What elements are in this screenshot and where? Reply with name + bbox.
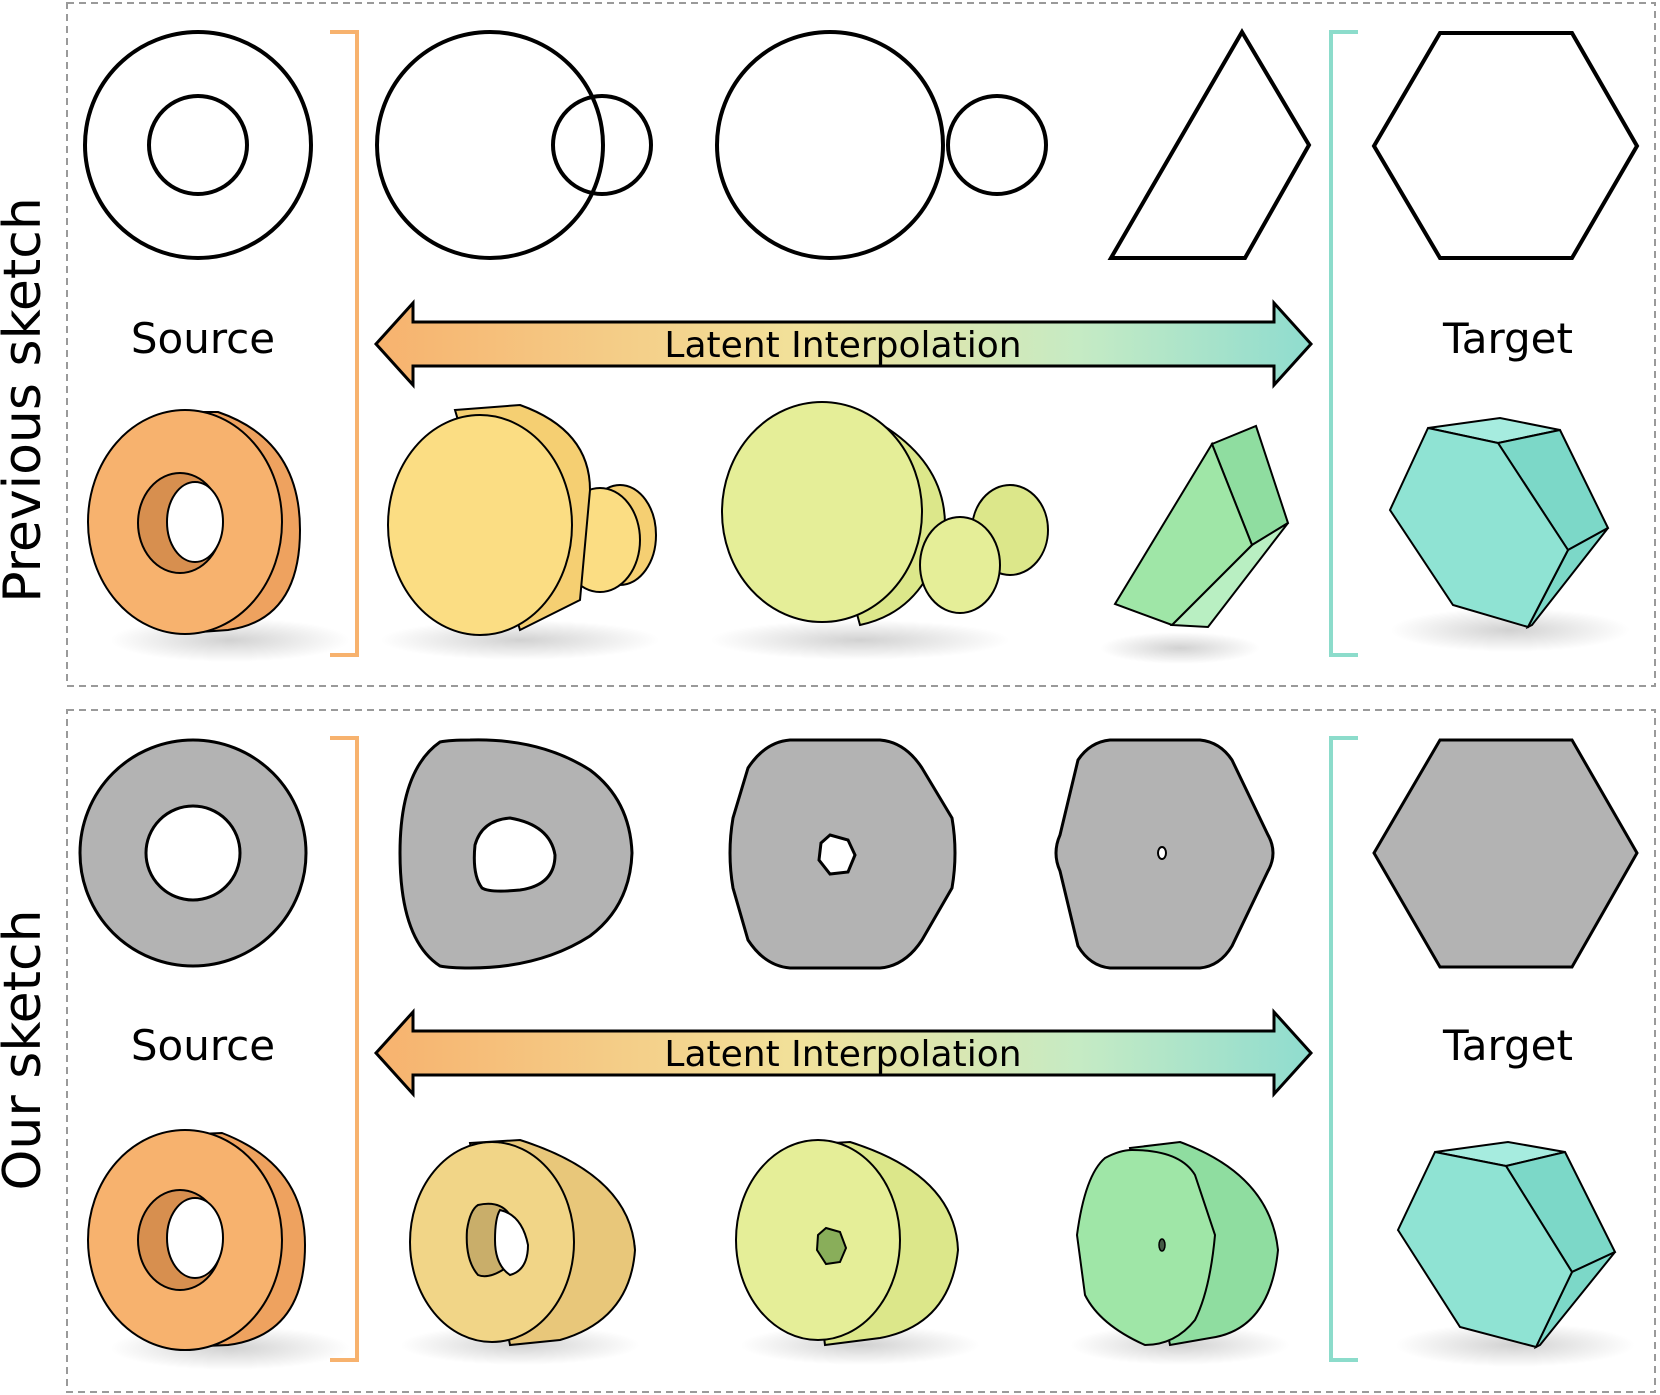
arrow-label: Latent Interpolation xyxy=(664,1034,1021,1075)
source-3d-ring xyxy=(87,409,350,662)
latent-interpolation-arrow xyxy=(373,299,1314,389)
panel-our-sketch: Our sketch Source Target Latent Interpol… xyxy=(0,709,1656,1393)
source-label: Source xyxy=(131,1021,275,1070)
latent-interpolation-arrow xyxy=(373,1008,1314,1098)
panel-frame xyxy=(66,709,1656,1393)
panel-previous-sketch: Previous sketch Source Target Latent Int… xyxy=(0,2,1656,687)
target-label: Target xyxy=(1442,1021,1573,1070)
target-label: Target xyxy=(1442,314,1573,363)
interp-3d-prism xyxy=(1100,424,1290,664)
interp-sketch-overlapping-circles xyxy=(375,30,653,260)
interp-sketch-filled-1 xyxy=(398,738,634,970)
interp-sketch-parallelogram xyxy=(1107,28,1312,260)
interp-3d-blob-1 xyxy=(380,403,660,660)
source-sketch-ring xyxy=(83,30,313,260)
target-bracket xyxy=(1329,736,1358,1362)
source-bracket xyxy=(330,736,359,1362)
target-bracket xyxy=(1329,30,1358,657)
target-sketch-filled-hexagon xyxy=(1372,738,1639,969)
interp-3d-blob-1 xyxy=(400,1138,640,1365)
source-bracket xyxy=(330,30,359,657)
target-3d-hexagon xyxy=(1395,1140,1635,1367)
source-3d-ring xyxy=(87,1129,350,1370)
row-label: Our sketch xyxy=(0,909,53,1190)
source-label: Source xyxy=(131,314,275,363)
interp-3d-blob-2 xyxy=(735,1139,980,1365)
panel-frame xyxy=(66,2,1656,687)
arrow-label: Latent Interpolation xyxy=(664,325,1021,366)
target-sketch-hexagon xyxy=(1371,31,1640,260)
interp-3d-blob-2 xyxy=(710,401,1049,660)
row-label: Previous sketch xyxy=(0,197,53,603)
interp-sketch-separate-circles xyxy=(715,30,1048,260)
interp-3d-blob-3 xyxy=(1070,1140,1290,1365)
interp-sketch-filled-2 xyxy=(728,738,957,970)
target-3d-hexagon xyxy=(1388,416,1630,652)
source-sketch-filled-ring xyxy=(78,738,308,968)
interp-sketch-filled-3 xyxy=(1054,738,1275,970)
